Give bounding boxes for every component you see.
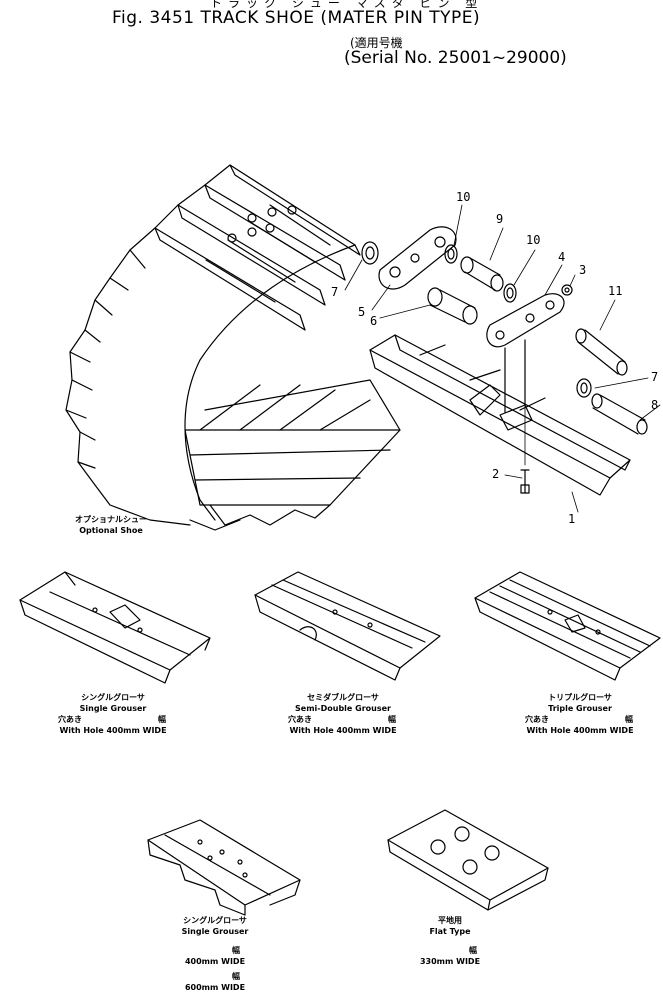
- bolt-2: [521, 470, 529, 493]
- caption-flat-en: Flat Type: [429, 927, 471, 936]
- link-plate-4: [487, 294, 564, 347]
- caption-single-grouser-wide: シングルグローサ Single Grouser 幅 400mm WIDE 幅 6…: [160, 915, 270, 993]
- shoe-semi-double-grouser: [255, 572, 440, 680]
- caption-single2-w1: 400mm WIDE: [184, 957, 246, 966]
- caption-triple-spec: With Hole 400mm WIDE: [526, 726, 634, 735]
- callout-5: 5: [358, 305, 366, 319]
- caption-single1-jp: シングルグローサ: [81, 693, 145, 702]
- leader-lines: [345, 205, 660, 512]
- figure-title: Fig. 3451 TRACK SHOE (MATER PIN TYPE): [112, 8, 481, 28]
- callout-7-right: 7: [651, 370, 659, 384]
- caption-flat-type: 平地用 Flat Type 幅 330mm WIDE: [395, 915, 505, 967]
- caption-semi-spec: With Hole 400mm WIDE: [289, 726, 397, 735]
- caption-semi-double-grouser: セミダブルグローサ Semi-Double Grouser 穴あき 幅 With…: [268, 692, 418, 736]
- callout-3: 3: [579, 263, 587, 277]
- master-pin-11: [576, 329, 627, 375]
- seal-ring-7-right: [577, 379, 591, 397]
- track-chain-assembly: [66, 165, 400, 530]
- shoe-flat-type: [388, 810, 548, 910]
- bushing-6: [428, 288, 477, 324]
- caption-optional-shoe: オプショナルシュー Optional Shoe: [75, 514, 147, 536]
- callout-8: 8: [651, 398, 659, 412]
- callout-1: 1: [568, 512, 576, 526]
- caption-single1-hole-jp: 穴あき: [58, 715, 82, 724]
- callout-11: 11: [608, 284, 623, 298]
- caption-triple-jp: トリプルグローサ: [548, 693, 612, 702]
- shoe-triple-grouser: [475, 572, 660, 680]
- callout-9: 9: [496, 212, 504, 226]
- callout-7-left: 7: [331, 285, 339, 299]
- caption-optional-en: Optional Shoe: [79, 526, 143, 535]
- caption-flat-jp: 平地用: [438, 916, 462, 925]
- caption-flat-w: 330mm WIDE: [419, 957, 481, 966]
- serial-number: (Serial No. 25001~29000): [344, 48, 567, 68]
- caption-single2-w2-jp: 幅: [232, 972, 240, 981]
- caption-single1-spec: With Hole 400mm WIDE: [59, 726, 167, 735]
- seal-ring-10-top: [445, 245, 457, 263]
- caption-single1-width-jp: 幅: [158, 715, 166, 724]
- callout-6: 6: [370, 314, 378, 328]
- caption-semi-en: Semi-Double Grouser: [295, 704, 391, 713]
- callout-10-top: 10: [456, 190, 471, 204]
- caption-triple-width-jp: 幅: [625, 715, 633, 724]
- caption-single-grouser-hole: シングルグローサ Single Grouser 穴あき 幅 With Hole …: [38, 692, 188, 736]
- callout-4: 4: [558, 250, 566, 264]
- track-shoe-1: [370, 335, 630, 495]
- pin-8: [592, 394, 647, 434]
- bushing-9: [461, 257, 503, 291]
- caption-semi-width-jp: 幅: [388, 715, 396, 724]
- seal-ring-10-mid: [504, 284, 516, 302]
- shoe-single-grouser-hole: [20, 572, 210, 683]
- caption-triple-en: Triple Grouser: [548, 704, 612, 713]
- caption-single2-w2: 600mm WIDE: [184, 983, 246, 992]
- caption-triple-grouser: トリプルグローサ Triple Grouser 穴あき 幅 With Hole …: [505, 692, 655, 736]
- caption-semi-hole-jp: 穴あき: [288, 715, 312, 724]
- caption-single2-jp: シングルグローサ: [183, 916, 247, 925]
- caption-triple-hole-jp: 穴あき: [525, 715, 549, 724]
- callout-2: 2: [492, 467, 500, 481]
- callout-10-mid: 10: [526, 233, 541, 247]
- nut-3: [562, 285, 572, 295]
- link-plate-5: [379, 227, 456, 289]
- caption-single1-en: Single Grouser: [79, 704, 147, 713]
- caption-flat-w-jp: 幅: [469, 946, 477, 955]
- serial-japanese: (適用号機: [350, 36, 403, 50]
- title-japanese: トラック シュー マスタ ピン 型: [210, 0, 484, 10]
- caption-single2-en: Single Grouser: [181, 927, 249, 936]
- caption-single2-w1-jp: 幅: [232, 946, 240, 955]
- shoe-single-grouser-wide: [148, 820, 300, 915]
- caption-semi-jp: セミダブルグローサ: [307, 693, 379, 702]
- seal-ring-7-top: [362, 242, 378, 264]
- caption-optional-jp: オプショナルシュー: [75, 515, 147, 524]
